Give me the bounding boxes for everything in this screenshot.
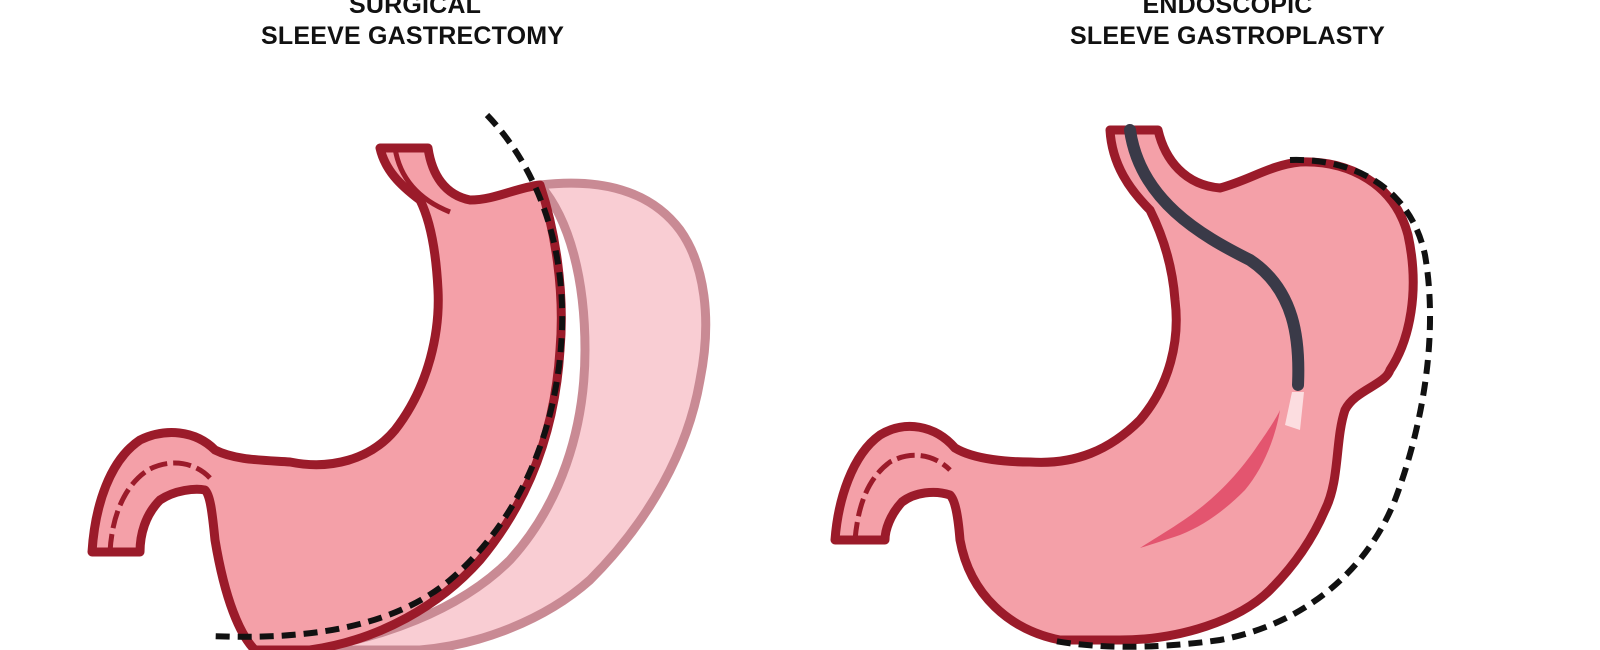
endoscope-light-beam	[1285, 392, 1304, 430]
remaining-sleeve	[87, 143, 566, 650]
endoscopic-title-line2: SLEEVE GASTROPLASTY	[1070, 22, 1385, 50]
duodenum-inner-wall	[107, 460, 212, 553]
endoscopic-title-line1: ENDOSCOPIC	[1142, 0, 1313, 19]
endoscopic-duodenum-inner-wall	[852, 452, 952, 541]
surgical-panel: SURGICAL SLEEVE GASTRECTOMY	[261, 0, 564, 50]
endoscopic-stomach-body	[830, 125, 1418, 645]
surgical-stomach-illustration	[87, 112, 711, 650]
removed-stomach-portion	[299, 178, 711, 650]
endoscopic-title: ENDOSCOPIC SLEEVE GASTROPLASTY	[800, 0, 1600, 52]
endoscopic-stomach-illustration	[830, 124, 1434, 650]
surgical-cut-line	[209, 112, 566, 640]
surgical-title: SURGICAL SLEEVE GASTRECTOMY	[30, 0, 830, 52]
surgical-title-line1: SURGICAL	[349, 0, 482, 19]
esophagus-inner-wall	[392, 147, 451, 215]
endoscope-tube	[1124, 124, 1305, 391]
endoscopic-panel: ENDOSCOPIC SLEEVE GASTROPLASTY	[800, 0, 1600, 650]
endoscopic-suture-plication	[1140, 410, 1280, 548]
surgical-title-line2: SLEEVE GASTRECTOMY	[261, 22, 565, 50]
original-stomach-outline	[1049, 156, 1434, 650]
